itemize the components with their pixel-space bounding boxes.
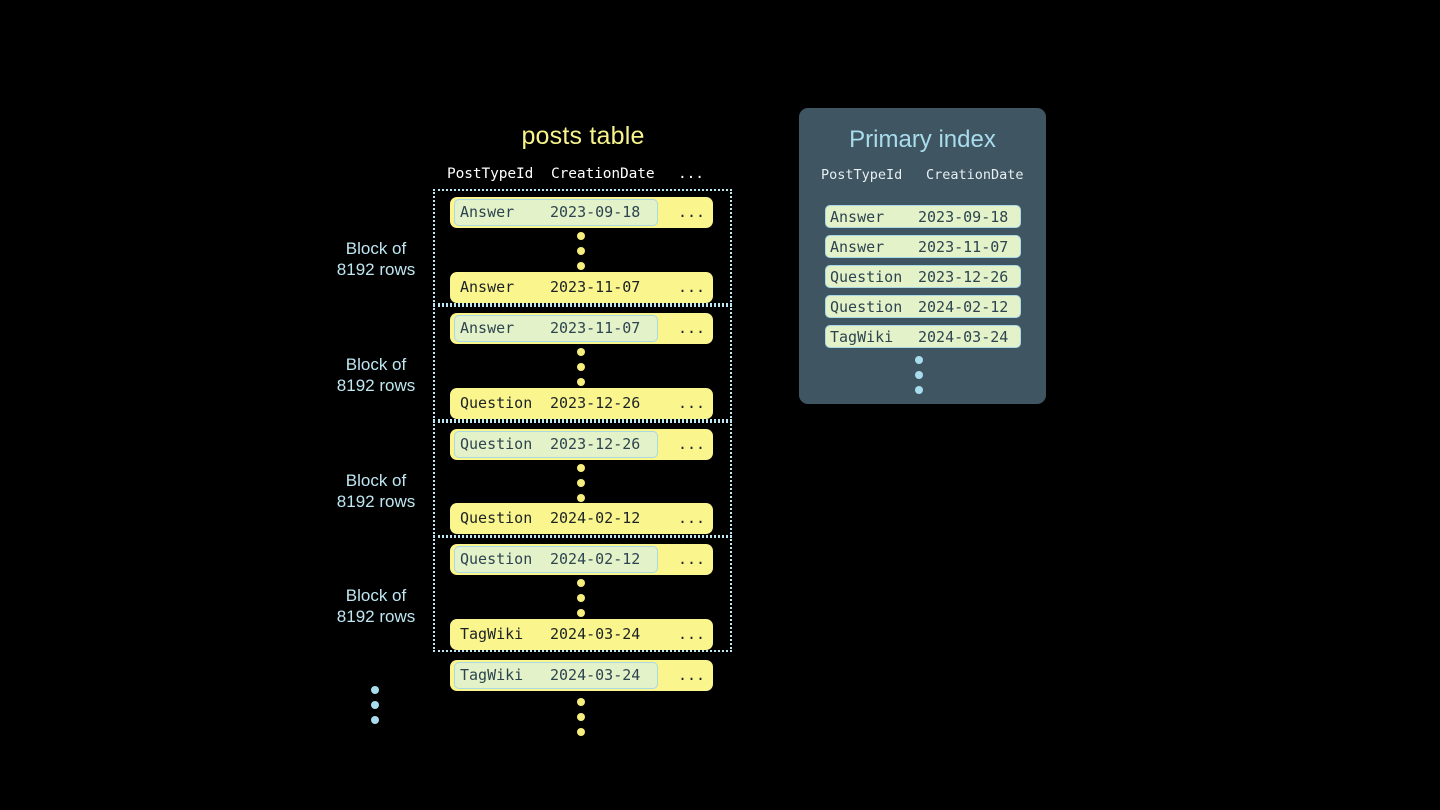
block-label-3: Block of 8192 rows — [281, 470, 471, 512]
cell-creationdate: 2023-12-26 — [918, 268, 1009, 286]
block-label-2: Block of 8192 rows — [281, 354, 471, 396]
cell-creationdate: 2023-12-26 — [550, 394, 641, 412]
index-highlight-marker — [454, 199, 658, 226]
cell-creationdate: 2023-11-07 — [918, 238, 1009, 256]
block-label-1-line1: Block of — [345, 239, 407, 258]
cell-ellipsis: ... — [678, 550, 706, 568]
cell-posttypeid: Answer — [460, 319, 515, 337]
index-row[interactable]: Question 2024-02-12 — [825, 295, 1021, 318]
index-highlight-marker — [454, 546, 658, 573]
cell-creationdate: 2023-11-07 — [550, 278, 641, 296]
column-header-creationdate: CreationDate — [926, 167, 1024, 183]
cell-posttypeid: Answer — [460, 203, 515, 221]
column-header-posttypeid: PostTypeId — [821, 167, 903, 183]
primary-index-title: Primary index — [849, 126, 996, 153]
index-row[interactable]: TagWiki 2024-03-24 — [825, 325, 1021, 348]
cell-posttypeid: Question — [830, 268, 903, 286]
cell-posttypeid: Question — [830, 298, 903, 316]
index-highlight-marker — [454, 315, 658, 342]
cell-ellipsis: ... — [678, 319, 706, 337]
block-label-4: Block of 8192 rows — [281, 585, 471, 627]
cell-creationdate: 2024-02-12 — [550, 550, 641, 568]
primary-index-card: Primary index PostTypeId CreationDate An… — [799, 108, 1046, 404]
cell-ellipsis: ... — [678, 509, 706, 527]
table-row[interactable]: Answer 2023-11-07 ... — [450, 272, 713, 303]
cell-ellipsis: ... — [678, 394, 706, 412]
table-block-4 — [433, 536, 732, 652]
cell-ellipsis: ... — [678, 625, 706, 643]
table-row[interactable]: Question 2023-12-26 ... — [450, 429, 713, 460]
posts-table-title: posts table — [521, 122, 645, 150]
block-label-2-line1: Block of — [345, 355, 407, 374]
table-continues-dots — [577, 698, 585, 743]
column-header-ellipsis: ... — [678, 166, 704, 182]
cell-ellipsis: ... — [678, 666, 706, 684]
cell-posttypeid: Question — [460, 550, 533, 568]
cell-creationdate: 2023-09-18 — [918, 208, 1009, 226]
blocks-continue-dots — [371, 686, 379, 731]
index-row[interactable]: Answer 2023-09-18 — [825, 205, 1021, 228]
block-label-1: Block of 8192 rows — [281, 238, 471, 280]
cell-posttypeid: Question — [460, 435, 533, 453]
table-row[interactable]: Question 2024-02-12 ... — [450, 544, 713, 575]
posts-table-column-headers: PostTypeId CreationDate ... — [447, 166, 719, 185]
cell-ellipsis: ... — [678, 203, 706, 221]
primary-index-column-headers: PostTypeId CreationDate — [821, 167, 1031, 185]
column-header-creationdate: CreationDate — [551, 166, 655, 182]
cell-posttypeid: Answer — [460, 278, 515, 296]
cell-posttypeid: Question — [460, 394, 533, 412]
cell-posttypeid: Answer — [830, 238, 885, 256]
index-row[interactable]: Question 2023-12-26 — [825, 265, 1021, 288]
cell-creationdate: 2024-03-24 — [550, 625, 641, 643]
block-label-3-line1: Block of — [345, 471, 407, 490]
block-label-1-line2: 8192 rows — [336, 260, 416, 279]
table-row-trailing[interactable]: TagWiki 2024-03-24 ... — [450, 660, 713, 691]
table-row[interactable]: Question 2024-02-12 ... — [450, 503, 713, 534]
table-row[interactable]: TagWiki 2024-03-24 ... — [450, 619, 713, 650]
cell-ellipsis: ... — [678, 435, 706, 453]
column-header-posttypeid: PostTypeId — [447, 166, 534, 182]
table-block-1 — [433, 189, 732, 305]
block-label-4-line2: 8192 rows — [336, 607, 416, 626]
block-label-2-line2: 8192 rows — [336, 376, 416, 395]
cell-creationdate: 2023-11-07 — [550, 319, 641, 337]
cell-posttypeid: TagWiki — [460, 625, 524, 643]
cell-creationdate: 2023-12-26 — [550, 435, 641, 453]
table-row[interactable]: Answer 2023-11-07 ... — [450, 313, 713, 344]
row-ellipsis-dots — [577, 232, 585, 277]
cell-posttypeid: Answer — [830, 208, 885, 226]
cell-creationdate: 2024-03-24 — [918, 328, 1009, 346]
row-ellipsis-dots — [577, 464, 585, 509]
cell-posttypeid: Question — [460, 509, 533, 527]
index-highlight-marker — [454, 431, 658, 458]
cell-posttypeid: TagWiki — [830, 328, 894, 346]
table-block-2 — [433, 305, 732, 421]
cell-creationdate: 2024-03-24 — [550, 666, 641, 684]
index-highlight-marker — [454, 662, 658, 689]
cell-creationdate: 2023-09-18 — [550, 203, 641, 221]
block-label-3-line2: 8192 rows — [336, 492, 416, 511]
row-ellipsis-dots — [577, 348, 585, 393]
index-row[interactable]: Answer 2023-11-07 — [825, 235, 1021, 258]
block-label-4-line1: Block of — [345, 586, 407, 605]
cell-creationdate: 2024-02-12 — [918, 298, 1009, 316]
row-ellipsis-dots — [577, 579, 585, 624]
cell-ellipsis: ... — [678, 278, 706, 296]
cell-creationdate: 2024-02-12 — [550, 509, 641, 527]
table-row[interactable]: Answer 2023-09-18 ... — [450, 197, 713, 228]
cell-posttypeid: TagWiki — [460, 666, 524, 684]
index-continues-dots — [915, 356, 923, 401]
table-row[interactable]: Question 2023-12-26 ... — [450, 388, 713, 419]
